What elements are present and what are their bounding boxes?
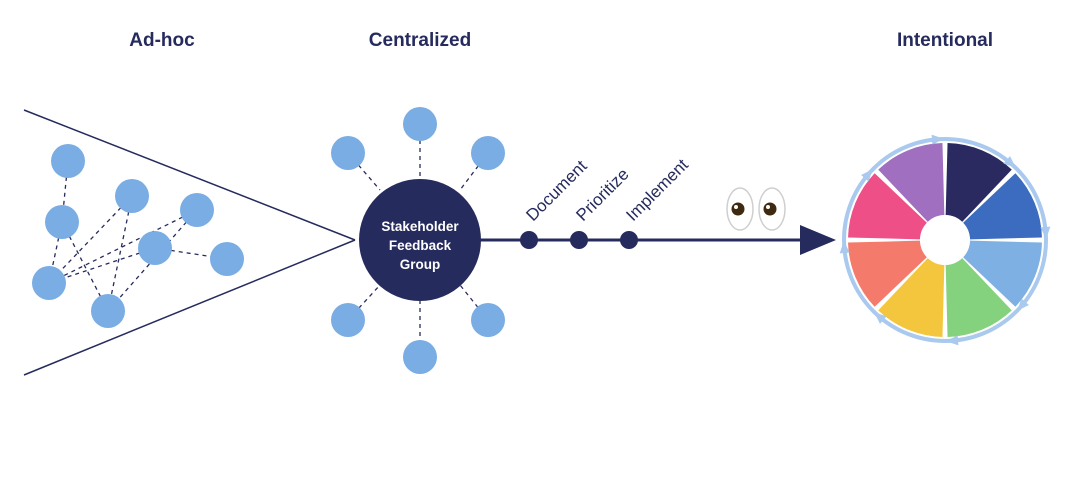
satellite-node: [403, 340, 437, 374]
hub-label-line3: Group: [400, 257, 441, 272]
cycle-arrow-icon: [1003, 156, 1016, 168]
wheel-segment-2: [963, 173, 1042, 240]
wheel-segment-1: [945, 143, 1012, 222]
wheel-segment-6: [848, 240, 927, 307]
satellite-node: [471, 303, 505, 337]
step-dot-implement: [620, 231, 638, 249]
wheel-cycle-ring: [842, 137, 1048, 343]
step-label-implement: Implement: [622, 155, 692, 225]
intentional-wheel: [839, 134, 1051, 346]
wheel-segment-7: [848, 173, 927, 240]
adhoc-node: [91, 294, 125, 328]
adhoc-node: [210, 242, 244, 276]
step-dot-document: [520, 231, 538, 249]
adhoc-node: [32, 266, 66, 300]
heading-centralized: Centralized: [368, 30, 472, 51]
hub-satellites: [331, 107, 505, 374]
adhoc-node: [180, 193, 214, 227]
heading-adhoc: Ad-hoc: [129, 30, 195, 51]
cycle-arrow-icon: [874, 312, 887, 324]
adhoc-node: [51, 144, 85, 178]
funnel: [23, 109, 356, 376]
cycle-arrow-icon: [839, 241, 850, 254]
adhoc-node: [45, 205, 79, 239]
wheel-center: [920, 215, 970, 265]
heading-intentional: Intentional: [896, 30, 994, 51]
adhoc-node: [138, 231, 172, 265]
funnel-bottom-edge: [23, 239, 356, 376]
wheel-segment-3: [963, 240, 1042, 307]
cycle-arrow-icon: [1017, 298, 1029, 311]
satellite-node: [471, 136, 505, 170]
wheel-segment-5: [878, 258, 945, 337]
cycle-arrow-icon: [931, 134, 944, 145]
step-dot-prioritize: [570, 231, 588, 249]
wheel-segment-4: [945, 258, 1012, 337]
funnel-top-edge: [23, 109, 356, 241]
cycle-arrow-icon: [1040, 226, 1051, 239]
wheel-segment-8: [878, 143, 945, 222]
adhoc-nodes: [32, 144, 244, 328]
hub-label-line2: Feedback: [389, 238, 452, 253]
adhoc-node: [115, 179, 149, 213]
satellite-node: [331, 303, 365, 337]
hub-label-line1: Stakeholder: [381, 219, 459, 234]
cycle-arrow-icon: [946, 335, 959, 346]
eyes-emoji-icon: [726, 187, 786, 231]
satellite-node: [331, 136, 365, 170]
cycle-arrow-icon: [861, 169, 873, 182]
hub-circle: [359, 179, 481, 301]
step-dots: [520, 231, 638, 249]
satellite-node: [403, 107, 437, 141]
